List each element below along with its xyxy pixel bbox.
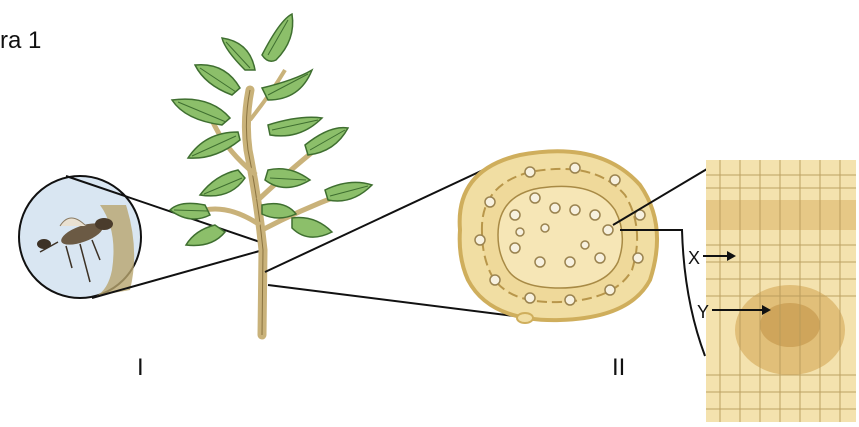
insect-magnifier bbox=[19, 176, 263, 298]
label-Y: Y bbox=[697, 302, 709, 322]
label-II: II bbox=[612, 354, 625, 381]
label-X: X bbox=[688, 248, 700, 268]
figure-title: ra 1 bbox=[0, 27, 41, 54]
plant-illustration bbox=[170, 14, 372, 335]
stem-cross-section bbox=[265, 151, 657, 323]
label-I: I bbox=[137, 354, 144, 381]
